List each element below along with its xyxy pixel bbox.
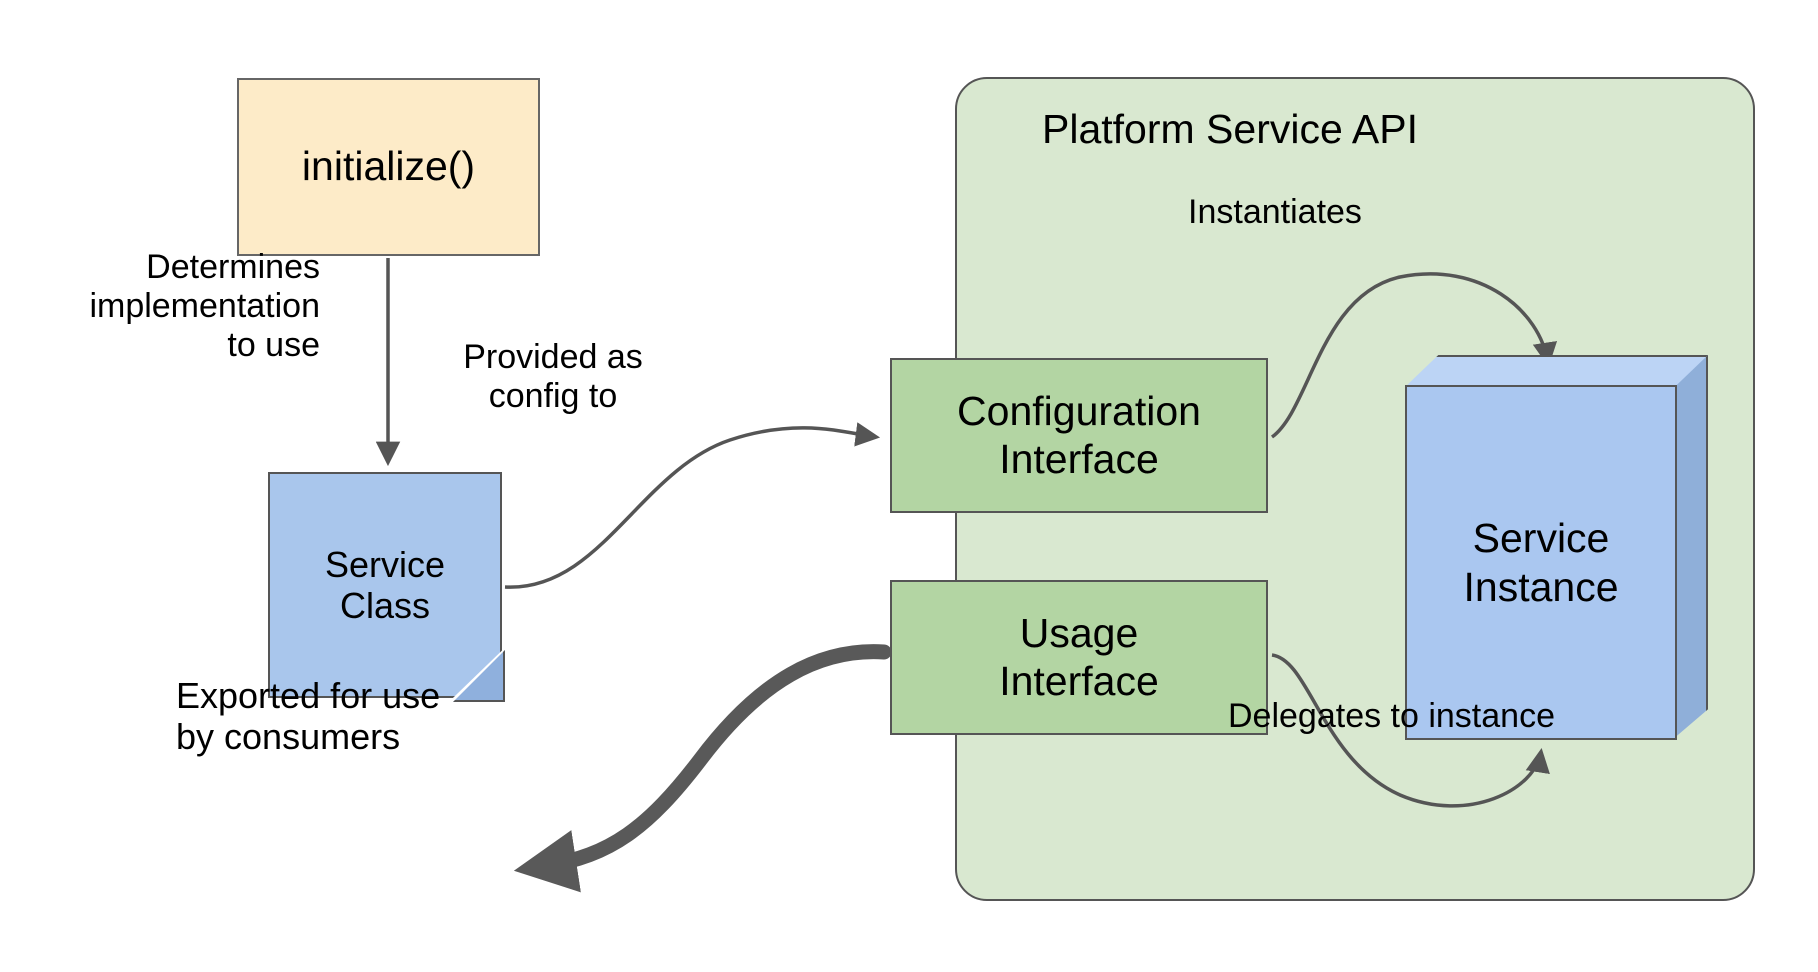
configuration-interface-box[interactable]: Configuration Interface — [890, 358, 1268, 513]
service-instance-box[interactable]: Service Instance — [1405, 355, 1708, 740]
edge-label-exported: Exported for use by consumers — [176, 675, 441, 758]
service-instance-side-face — [1672, 355, 1708, 740]
usage-interface-label-line1: Usage — [1019, 610, 1139, 657]
initialize-label: initialize() — [301, 143, 476, 190]
platform-service-api-label: Platform Service API — [1042, 106, 1418, 152]
service-instance-top-face — [1405, 355, 1708, 387]
initialize-box[interactable]: initialize() — [237, 78, 540, 256]
edge-label-provided-as-config: Provided as config to — [463, 338, 643, 415]
edge-delegates — [1271, 653, 1550, 808]
service-instance-label-line1: Service — [1472, 515, 1610, 562]
usage-interface-label-line2: Interface — [999, 657, 1159, 704]
usage-interface-box[interactable]: Usage Interface — [890, 580, 1268, 735]
service-instance-label-line2: Instance — [1463, 563, 1619, 610]
configuration-interface-label-line2: Interface — [999, 435, 1159, 482]
edge-instantiates — [1270, 272, 1558, 439]
edge-label-determines: Determines implementation to use — [89, 248, 320, 364]
edge-label-delegates: Delegates to instance — [1228, 697, 1555, 735]
service-instance-front-face: Service Instance — [1405, 385, 1677, 740]
edge-provided-as-config — [504, 422, 881, 589]
service-class-note[interactable]: Service Class — [268, 472, 502, 698]
service-class-label: Service Class — [324, 543, 446, 626]
edge-exported — [513, 644, 892, 893]
configuration-interface-label-line1: Configuration — [957, 388, 1201, 435]
edge-label-instantiates: Instantiates — [1188, 193, 1362, 231]
